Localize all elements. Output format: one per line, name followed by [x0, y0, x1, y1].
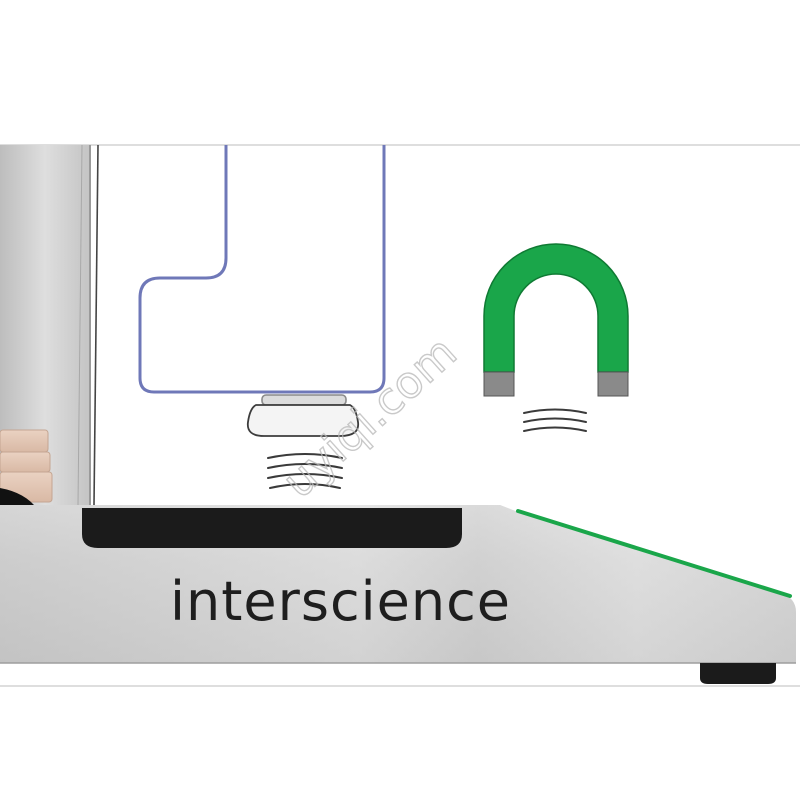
device-foot	[700, 663, 776, 684]
device-base	[0, 505, 796, 684]
green-trim-stripe	[516, 509, 792, 598]
brand-logo-text: interscience	[170, 570, 511, 633]
vessel-outline	[138, 145, 386, 394]
stirring-plate	[82, 508, 462, 548]
vibration-waves-icon	[267, 453, 343, 489]
horseshoe-magnet-icon	[483, 243, 629, 397]
stir-bar	[246, 394, 360, 437]
magnet-field-waves-icon	[523, 408, 587, 432]
